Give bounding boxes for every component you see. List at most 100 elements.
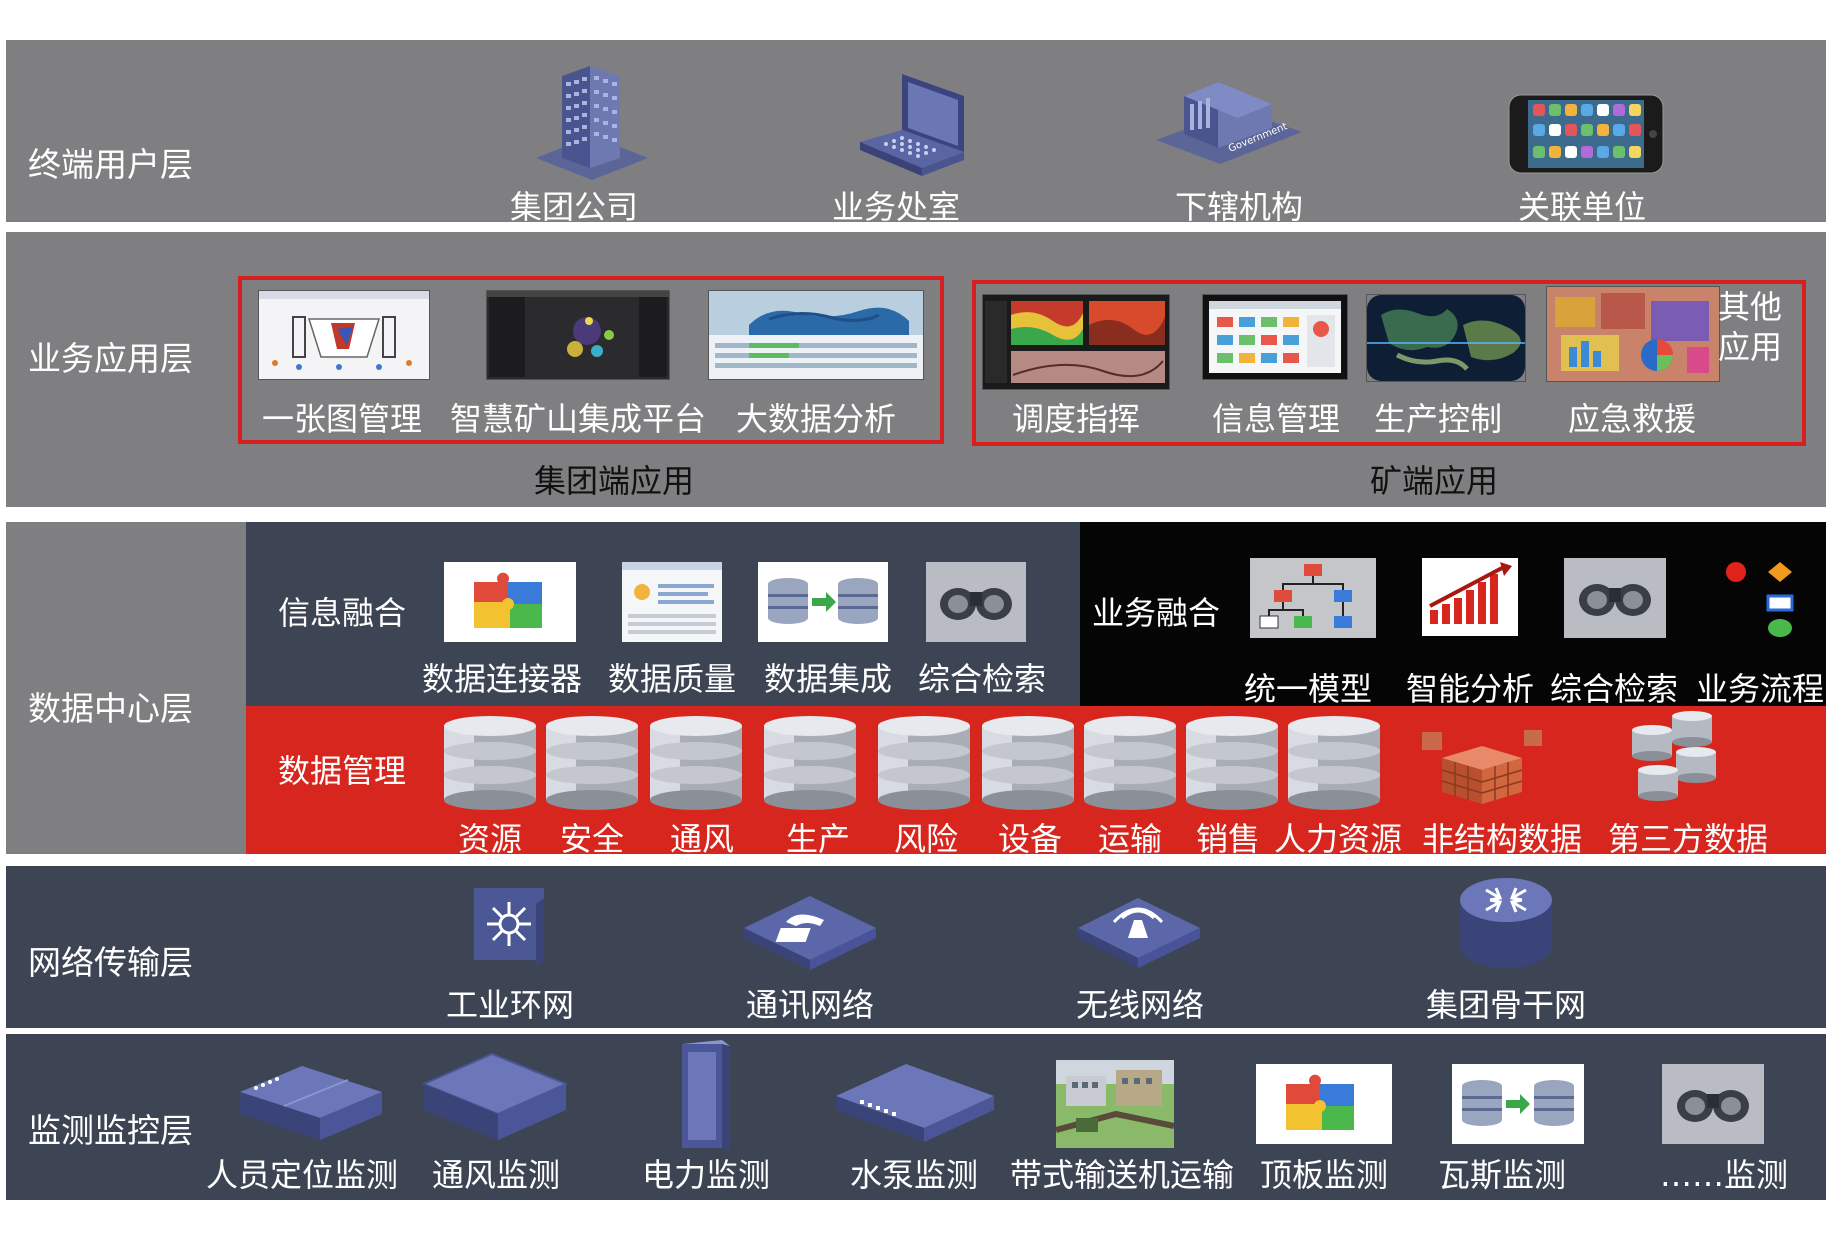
data-quality-screenshot <box>622 562 722 642</box>
workflow-icon <box>1726 562 1794 637</box>
terminal-item-affiliated-unit: 关联单位 <box>1517 188 1647 226</box>
terminal-item-subordinate-org: 下辖机构 <box>1174 188 1304 226</box>
government-building-icon: Government <box>1156 82 1302 164</box>
app-smart-mine-label: 智慧矿山集成平台 <box>449 400 707 438</box>
business-fusion-item-search: 综合检索 <box>1549 670 1679 708</box>
unified-model-icon <box>1250 558 1376 638</box>
app-big-data-label: 大数据分析 <box>735 400 897 438</box>
business-fusion-item-model: 统一模型 <box>1243 670 1373 708</box>
office-building-icon <box>536 66 648 180</box>
smart-analysis-chart-icon <box>1422 558 1518 636</box>
dm-item-third-party: 第三方数据 <box>1607 820 1769 858</box>
wireless-router-icon <box>1078 898 1200 968</box>
dm-item-ventilation: 通风 <box>669 820 735 858</box>
app-dispatch-label: 调度指挥 <box>1011 400 1141 438</box>
big-data-analysis-screenshot <box>708 290 924 380</box>
group-apps-caption: 集团端应用 <box>533 462 695 500</box>
dm-item-transport: 运输 <box>1097 820 1163 858</box>
data-management-panel: 数据管理 <box>246 706 1826 858</box>
dm-item-unstructured: 非结构数据 <box>1421 820 1583 858</box>
network-item-wireless: 无线网络 <box>1075 986 1205 1024</box>
monitor-item-other: ……监测 <box>1659 1156 1789 1194</box>
network-item-communication: 通讯网络 <box>745 986 875 1024</box>
binoculars-icon <box>1662 1064 1764 1144</box>
dm-item-sales: 销售 <box>1195 820 1261 858</box>
smart-mine-platform-screenshot <box>486 290 670 380</box>
production-control-screenshot <box>1366 294 1526 382</box>
database-icon <box>444 716 536 810</box>
data-management-label: 数据管理 <box>278 752 407 790</box>
monitor-item-personnel: 人员定位监测 <box>205 1156 399 1194</box>
phone-router-icon <box>744 896 876 970</box>
app-info-management-label: 信息管理 <box>1211 400 1341 438</box>
terminal-item-business-office: 业务处室 <box>831 188 961 226</box>
group-apps-box <box>238 276 944 444</box>
business-fusion-label: 业务融合 <box>1092 594 1221 632</box>
power-monitoring-device-icon <box>682 1040 730 1150</box>
dm-item-equipment: 设备 <box>997 820 1063 858</box>
database-icon <box>546 716 638 810</box>
info-fusion-item-quality: 数据质量 <box>607 660 737 698</box>
dm-item-hr: 人力资源 <box>1273 820 1403 858</box>
switch-icon <box>474 888 544 966</box>
business-fusion-item-workflow: 业务流程 <box>1695 670 1825 708</box>
layer-label-network: 网络传输层 <box>28 943 193 982</box>
mine-apps-caption: 矿端应用 <box>1369 462 1499 500</box>
monitor-item-gas: 瓦斯监测 <box>1437 1156 1567 1194</box>
info-management-screenshot <box>1202 294 1348 380</box>
laptop-icon <box>860 74 964 176</box>
mine-apps-box <box>972 280 1806 446</box>
info-fusion-item-search: 综合检索 <box>917 660 1047 698</box>
personnel-positioning-device-icon <box>240 1066 382 1140</box>
network-item-industrial-ring: 工业环网 <box>445 986 575 1024</box>
business-fusion-item-analysis: 智能分析 <box>1405 670 1535 708</box>
layer-label-terminal: 终端用户层 <box>28 145 193 184</box>
info-fusion-label: 信息融合 <box>278 594 407 632</box>
data-center-layer: 数据中心层 信息融合 <box>6 522 1826 858</box>
layer-label-application: 业务应用层 <box>28 339 193 378</box>
business-application-layer: 业务应用层 一张图管理 智慧矿山集成平台 大数据分析 <box>6 232 1826 507</box>
network-transport-layer: 网络传输层 工业环网 通讯网络 <box>6 866 1826 1028</box>
dm-item-safety: 安全 <box>559 820 625 858</box>
binoculars-icon <box>926 562 1026 642</box>
data-integration-icon <box>758 562 888 642</box>
layer-label-monitoring: 监测监控层 <box>28 1111 193 1150</box>
one-map-screenshot <box>258 290 430 380</box>
dispatch-command-screenshot <box>982 294 1170 390</box>
network-item-backbone: 集团骨干网 <box>1425 986 1587 1024</box>
monitor-item-roof: 顶板监测 <box>1259 1156 1389 1194</box>
other-apps-label-line1: 其他 <box>1718 288 1783 326</box>
database-icon <box>650 716 742 810</box>
info-fusion-item-connector: 数据连接器 <box>421 660 583 698</box>
monitor-item-belt-conveyor: 带式输送机运输 <box>1009 1156 1235 1194</box>
puzzle-icon <box>444 562 576 642</box>
database-icon <box>1186 716 1278 810</box>
monitor-item-power: 电力监测 <box>641 1156 771 1194</box>
emergency-rescue-screenshot <box>1546 286 1720 382</box>
binoculars-icon <box>1564 558 1666 638</box>
database-icon <box>1288 716 1380 810</box>
terminal-item-group-company: 集团公司 <box>509 188 639 226</box>
monitoring-control-layer: 监测监控层 <box>6 1034 1826 1200</box>
database-icon <box>878 716 970 810</box>
other-apps-label-line2: 应用 <box>1718 328 1783 366</box>
dm-item-resource: 资源 <box>457 820 523 858</box>
database-icon <box>764 716 856 810</box>
info-fusion-item-integration: 数据集成 <box>763 660 893 698</box>
ventilation-device-icon <box>423 1053 567 1140</box>
water-pump-device-icon <box>836 1064 994 1142</box>
smartphone-icon <box>1508 94 1664 174</box>
dm-item-production: 生产 <box>785 820 851 858</box>
app-production-control-label: 生产控制 <box>1373 400 1503 438</box>
app-emergency-rescue-label: 应急救援 <box>1567 400 1697 438</box>
puzzle-icon <box>1256 1064 1392 1144</box>
terminal-user-layer: 终端用户层 <box>6 40 1826 226</box>
unstructured-data-boxes-icon <box>1422 730 1542 804</box>
business-fusion-panel: 业务融合 <box>1080 522 1826 708</box>
monitor-item-ventilation: 通风监测 <box>431 1156 561 1194</box>
dm-item-risk: 风险 <box>893 820 959 858</box>
belt-conveyor-scene-icon <box>1056 1060 1174 1148</box>
info-fusion-panel: 信息融合 <box>246 522 1080 706</box>
backbone-router-icon <box>1460 878 1552 968</box>
database-icon <box>1084 716 1176 810</box>
